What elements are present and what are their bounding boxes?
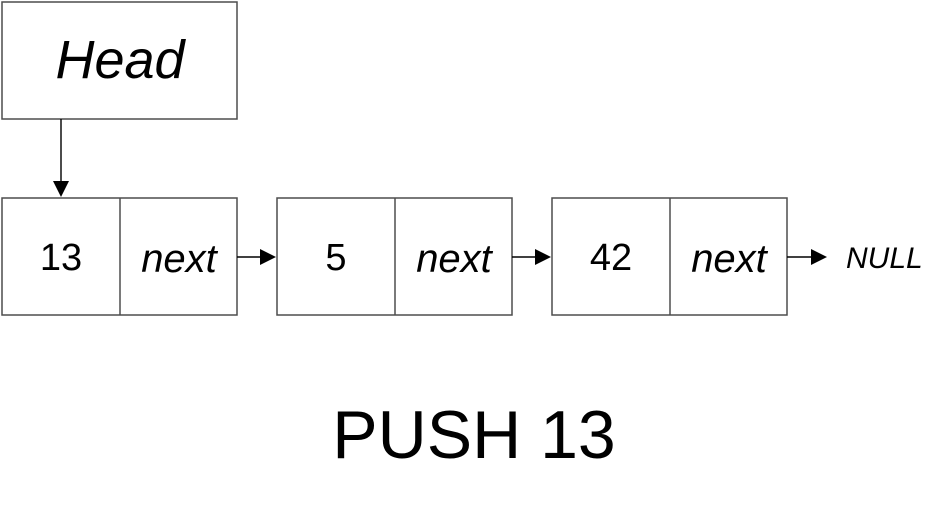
head-box — [1, 1, 238, 120]
null-terminator-label: NULL — [846, 242, 923, 275]
node-3-next-label: next — [691, 237, 768, 281]
list-node-1: 13 next — [1, 197, 238, 316]
node-2-value: 5 — [325, 237, 346, 279]
next-arrow-1 — [237, 249, 276, 265]
node-1-value: 13 — [40, 237, 82, 279]
list-node-3: 42 next — [551, 197, 788, 316]
next-arrow-2 — [512, 249, 551, 265]
node-3-value: 42 — [590, 237, 632, 279]
node-1-next-label: next — [141, 237, 218, 281]
list-node-2: 5 next — [276, 197, 513, 316]
caption-label: PUSH 13 — [332, 397, 615, 473]
head-pointer-arrow — [53, 119, 69, 197]
node-2-next-label: next — [416, 237, 493, 281]
head-node: Head — [1, 1, 238, 120]
head-label: Head — [55, 30, 186, 90]
next-arrow-3 — [787, 249, 827, 265]
